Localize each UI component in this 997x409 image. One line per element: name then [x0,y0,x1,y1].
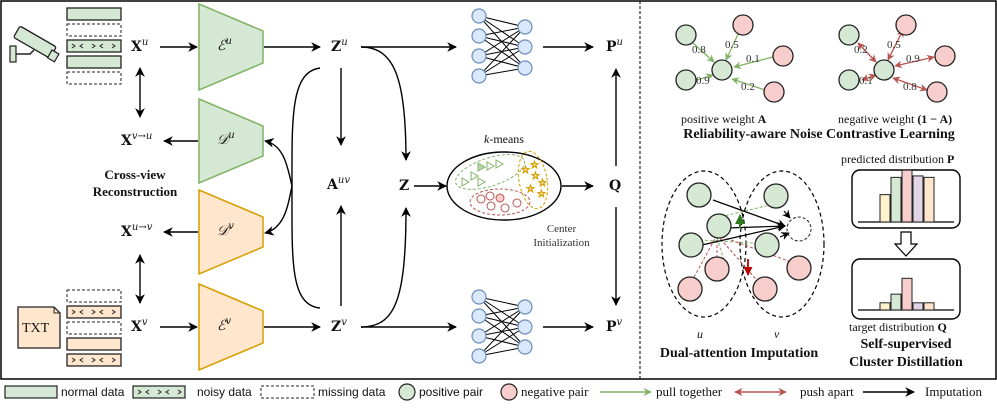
dual-attention-title: Dual-attention Imputation [659,346,819,361]
legend-imputation: Imputation [925,384,983,399]
pos-weight-3: 0.1 [746,53,760,65]
affinity-a-uv: Auv [327,175,350,193]
reconstructed-x-u-to-v: Xu→v [121,222,153,240]
legend-normal-data: normal data [61,385,125,399]
legend-positive-pair: positive pair [419,385,484,399]
neg-weight-4: 0.1 [859,75,873,87]
legend-negative-pair: negative pair [521,384,589,399]
pos-weight-2: 0.5 [725,39,739,51]
histogram-bar [890,176,902,223]
txt-icon-label: TXT [22,321,50,336]
fused-z: Z [399,178,410,194]
mlp-network-v [471,289,533,364]
target-distribution-label: target distribution Q [849,320,947,334]
histogram-bar [901,169,913,223]
neg-weight-3: 0.9 [906,53,920,65]
encoder-v-label: ℰv [217,316,232,334]
cross-view-title: Cross-view Reconstruction [92,167,178,199]
decoder-u-block [198,97,264,185]
latent-z-u: Zu [331,37,348,55]
target-q: Q [609,178,622,194]
legend-missing-data: missing data [318,385,386,399]
view-u-data-stack [66,7,122,85]
positive-weight-caption: positive weight A [681,112,767,126]
contrastive-learning-title: Reliability-aware Noise Contrastive Lear… [683,127,955,142]
dual-attention-imputation-graph [661,170,825,318]
decoder-v-block [198,188,264,276]
pos-weight-5: 0.2 [741,81,755,93]
predicted-distribution-box [851,169,961,229]
svg-text:☆: ☆ [538,178,547,189]
input-x-u: Xu [131,37,149,55]
text-document-icon [17,306,61,349]
kmeans-cluster-ellipse: ☆ ☆ ☆ ☆ ☆ ☆ [446,150,562,221]
legend-noisy-data: noisy data [197,385,252,399]
svg-text:☆: ☆ [537,189,546,200]
positive-weight-graph [675,14,794,103]
histogram-bar [890,293,902,311]
histogram-bar [912,175,924,223]
legend-push-apart: push apart [800,384,854,399]
reconstructed-x-v-to-u: Xv→u [121,131,153,149]
neg-weight-5: 0.8 [903,81,917,93]
predicted-distribution-label: predicted distribution P [841,152,955,166]
legend-graphics [4,383,915,401]
encoder-u-label: ℰu [217,36,232,54]
view-v-label: v [774,327,780,341]
svg-text:☆: ☆ [521,165,530,176]
encoder-v-block [198,282,264,372]
decoder-v-label: 𝒟v [217,221,234,239]
neg-weight-2: 0.5 [887,39,901,51]
svg-text:☆: ☆ [530,160,539,171]
predicted-distribution-bars [879,169,935,223]
distillation-title: Self-supervised Cluster Distillation [849,337,963,370]
encoder-u-block [198,2,264,92]
histogram-bar [879,302,891,311]
svg-text:☆: ☆ [526,184,535,195]
decoder-u-label: 𝒟u [217,130,235,148]
histogram-bar [923,302,935,311]
left-arrows [135,42,621,332]
prediction-p-u: Pu [606,37,623,55]
histogram-bar [901,277,913,311]
target-distribution-bars [879,277,935,311]
center-initialization-label: Center Initialization [533,223,590,249]
histogram-bar [879,194,891,223]
histogram-bar [912,302,924,311]
target-distribution-box [851,258,961,320]
view-u-label: u [697,327,703,341]
pos-weight-1: 0.8 [692,44,706,56]
hollow-down-arrow-icon [893,231,919,257]
outer-frame [0,0,997,380]
mlp-network-u [471,8,533,84]
svg-text:☆: ☆ [531,171,540,182]
neg-weight-1: 0.2 [854,44,868,56]
camera-icon [9,26,60,63]
negative-weight-graph [838,14,956,103]
prediction-p-v: Pv [606,317,623,335]
legend-pull-together: pull together [656,384,723,399]
histogram-bar [923,176,935,223]
negative-weight-caption: negative weight (1 − A) [838,112,953,126]
pos-weight-4: 0.9 [696,75,710,87]
kmeans-label: k-means [484,132,524,146]
latent-z-v: Zv [331,317,347,335]
input-x-v: Xv [131,317,148,335]
view-v-data-stack [66,289,122,367]
